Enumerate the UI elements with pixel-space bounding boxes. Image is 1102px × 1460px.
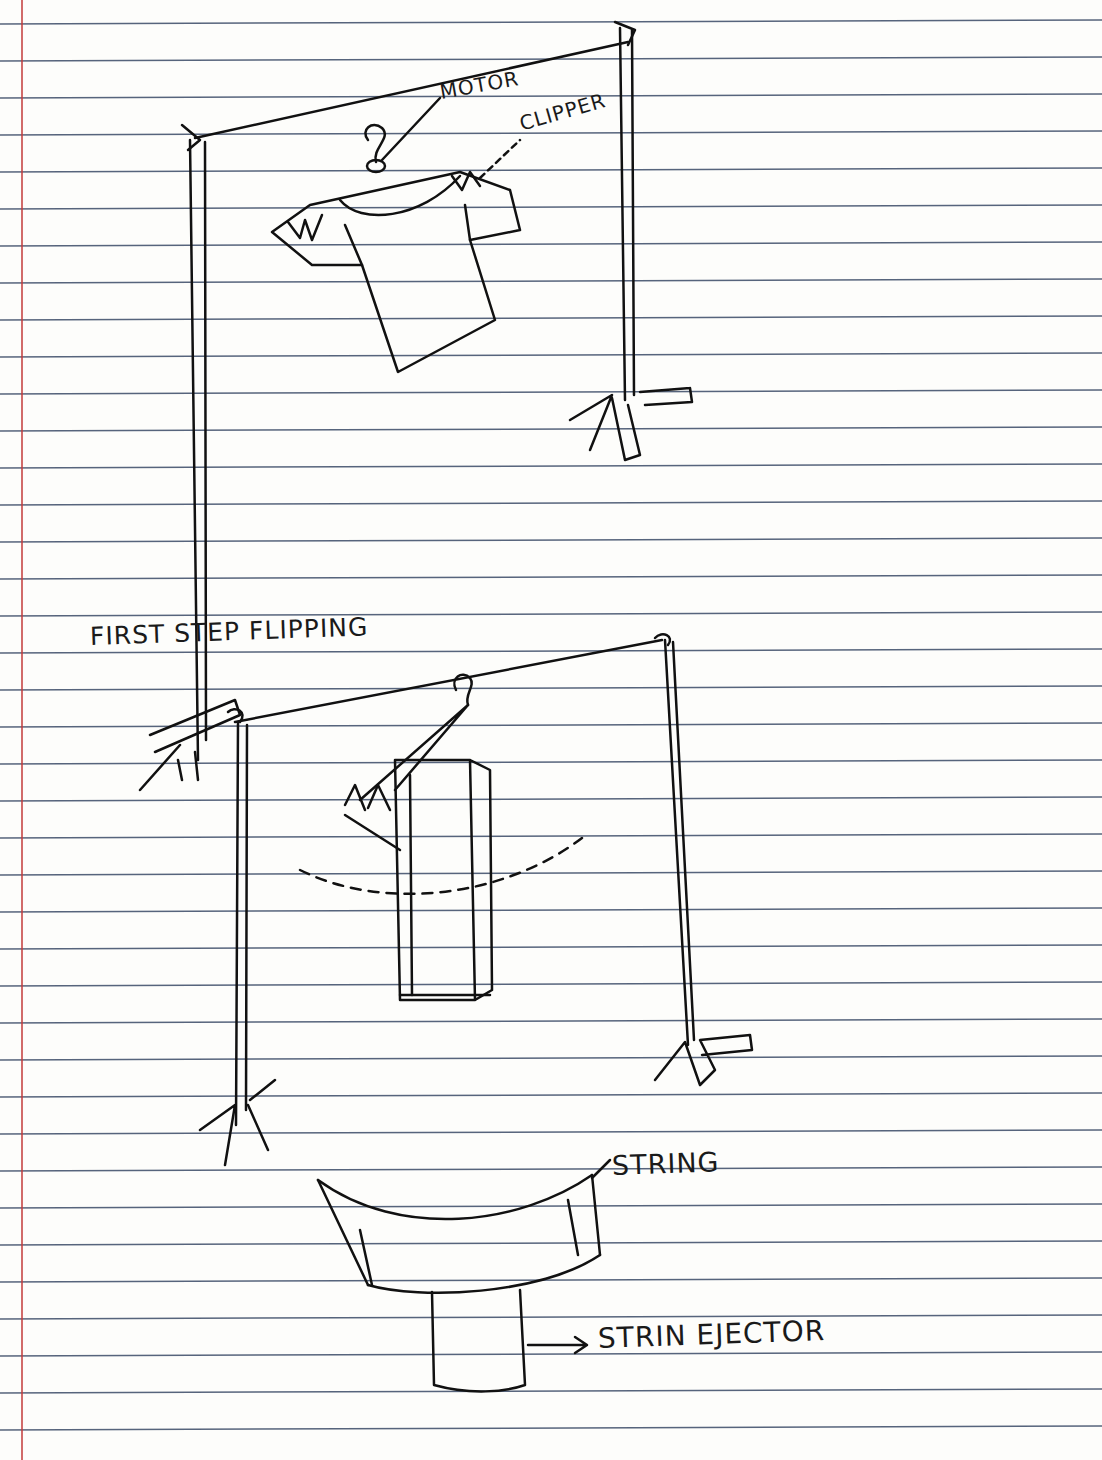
ejector xyxy=(432,1290,525,1391)
frame-foot xyxy=(200,1080,275,1165)
frame-foot xyxy=(570,388,692,460)
clipper-symbol xyxy=(345,785,390,810)
frame-corner xyxy=(615,22,635,45)
frame-post xyxy=(236,722,247,1125)
ruled-line xyxy=(0,945,1102,949)
leader-line xyxy=(592,1160,610,1178)
ruled-line xyxy=(0,1204,1102,1208)
ruled-line xyxy=(0,1389,1102,1393)
ruled-line xyxy=(0,1093,1102,1097)
frame-corner xyxy=(655,634,670,645)
flip-path xyxy=(300,838,582,894)
folded-shirt xyxy=(395,760,492,1000)
shirt-collar xyxy=(340,176,460,215)
ruled-line xyxy=(0,131,1102,135)
funnel-side xyxy=(318,1175,600,1285)
frame-post xyxy=(620,28,634,400)
ruled-line xyxy=(0,427,1102,431)
part-label: STRIN EJECTOR xyxy=(597,1314,825,1355)
part-label: CLIPPER xyxy=(517,88,609,136)
shirt xyxy=(272,172,520,372)
ruled-line xyxy=(0,1426,1102,1430)
ruled-line xyxy=(0,353,1102,357)
ruled-line xyxy=(0,279,1102,283)
ruled-lines xyxy=(0,20,1102,1430)
ruled-line xyxy=(0,871,1102,875)
ruled-line xyxy=(0,982,1102,986)
ruled-line xyxy=(0,464,1102,468)
ruled-line xyxy=(0,834,1102,838)
ruled-line xyxy=(0,168,1102,172)
part-label: MOTOR xyxy=(438,66,521,104)
ruled-line xyxy=(0,1130,1102,1134)
ruled-line xyxy=(0,205,1102,209)
ruled-line xyxy=(0,908,1102,912)
frame-bar xyxy=(235,640,662,722)
frame-foot xyxy=(655,1035,752,1085)
hanger-hook xyxy=(365,125,384,162)
ruled-line xyxy=(0,94,1102,98)
leader-line xyxy=(382,98,440,160)
funnel-side xyxy=(360,1200,578,1285)
step-label: FIRST STEP FLIPPING xyxy=(89,612,368,651)
frame-corner xyxy=(182,125,200,150)
ruled-line xyxy=(0,390,1102,394)
ruled-line xyxy=(0,686,1102,690)
sketch xyxy=(140,22,752,1391)
shirt-seam xyxy=(345,205,470,265)
ruled-line xyxy=(0,1352,1102,1356)
clipper-symbol xyxy=(288,215,322,240)
frame-corner xyxy=(228,709,243,722)
frame-foot xyxy=(140,700,240,790)
ruled-line xyxy=(0,575,1102,579)
funnel-bottom xyxy=(368,1255,600,1293)
string xyxy=(318,1175,592,1219)
ruled-line xyxy=(0,20,1102,24)
frame-post xyxy=(190,140,206,760)
frame-post xyxy=(665,640,694,1045)
ruled-line xyxy=(0,723,1102,727)
ruled-line xyxy=(0,538,1102,542)
ruled-line xyxy=(0,612,1102,616)
ruled-line xyxy=(0,316,1102,320)
ruled-line xyxy=(0,1167,1102,1171)
shirt-fold xyxy=(345,815,490,995)
ruled-line xyxy=(0,797,1102,801)
frame-bar xyxy=(195,42,628,138)
ruled-line xyxy=(0,1019,1102,1023)
ruled-line xyxy=(0,1056,1102,1060)
motor-symbol xyxy=(367,160,385,172)
clipper-symbol xyxy=(452,172,480,190)
margin-line xyxy=(21,0,23,1460)
ruled-line xyxy=(0,242,1102,246)
hanger-hook xyxy=(454,675,471,705)
arrow xyxy=(528,1337,587,1353)
leader-line xyxy=(480,140,520,178)
part-label: STRING xyxy=(611,1146,720,1181)
ruled-line xyxy=(0,1241,1102,1245)
ruled-line xyxy=(0,501,1102,505)
ruled-line xyxy=(0,1315,1102,1319)
clipper-arm xyxy=(360,705,468,800)
ruled-line xyxy=(0,649,1102,653)
